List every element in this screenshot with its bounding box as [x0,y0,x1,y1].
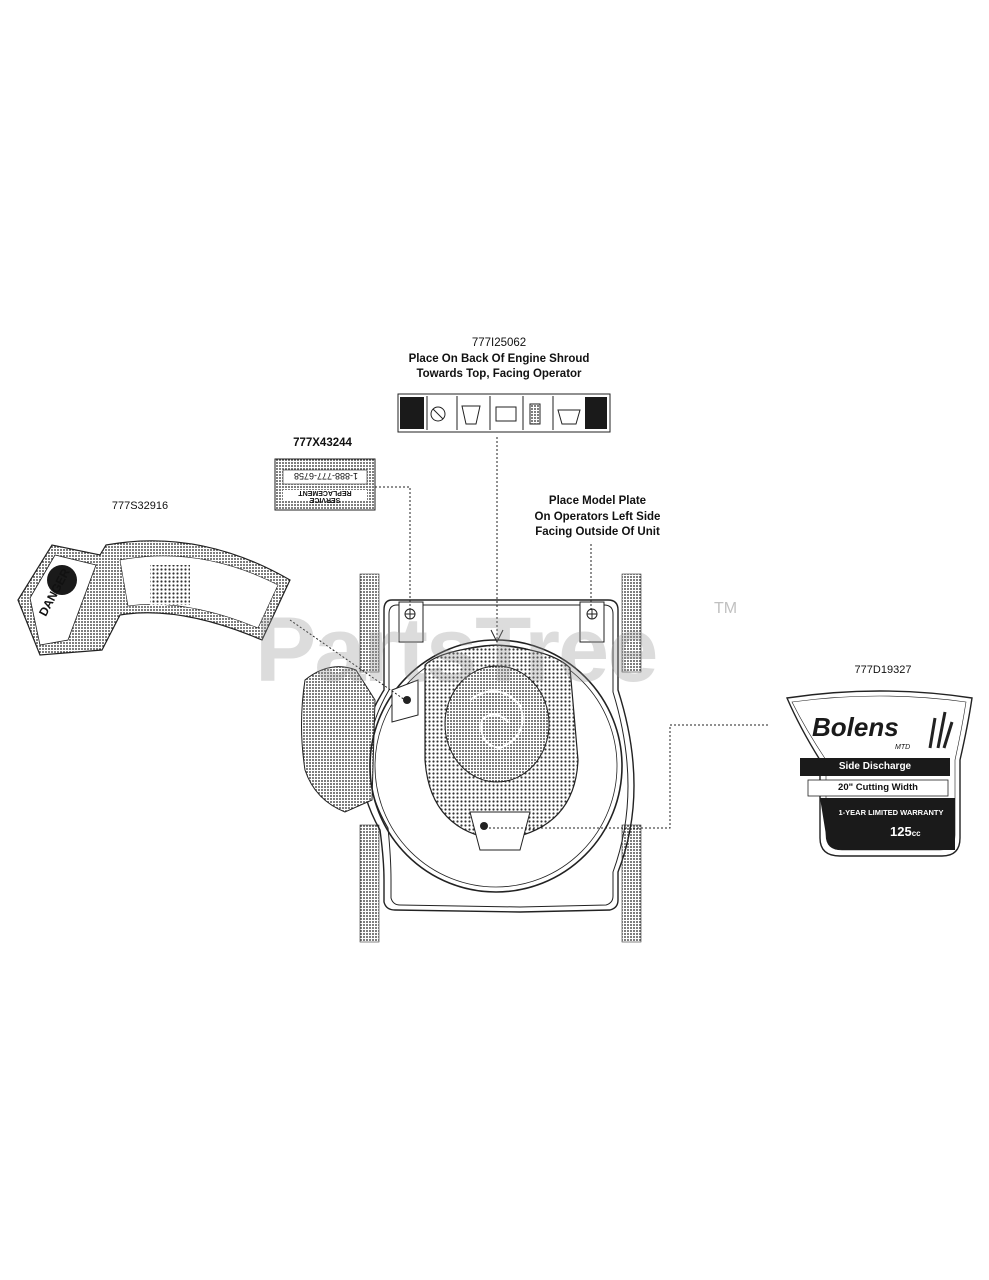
bolens-logo: Bolens [812,712,899,742]
model-plate-line1: Place Model Plate [548,495,647,507]
wheel-rear-right [621,824,642,943]
wheel-front-left [359,573,380,673]
decal-slot-left [398,601,424,643]
model-plate-note: Place Model Plate On Operators Left Side… [515,494,680,541]
warranty-text: 1-YEAR LIMITED WARRANTY [838,808,944,817]
leader-x43244 [375,486,411,610]
leader-d19327 [485,724,770,829]
title-block: 777I25062 Place On Back Of Engine Shroud… [370,336,628,383]
part-number-x43244: 777X43244 [293,437,352,449]
leader-s32916 [289,619,406,701]
decal-d19327 [785,690,973,857]
decal-s32916 [17,540,291,656]
decal-i25062 [397,393,611,433]
part-number-s32916: 777S32916 [111,500,169,512]
watermark: PartsTree [255,599,658,701]
title-line2: Towards Top, Facing Operator [416,368,582,380]
engine-cc-value: 125 [890,824,912,839]
bolens-sub: MTD [895,744,911,751]
model-plate-line2: On Operators Left Side [534,510,661,523]
engine-shroud [444,665,550,783]
cutting-width-text: 20" Cutting Width [838,782,918,793]
service-replacement: SERVICE REPLACEMENT [298,489,352,503]
title-line1: Place On Back Of Engine Shroud [408,352,590,365]
engine-plate [469,811,531,851]
engine-cc-unit: cc [911,829,921,838]
watermark-tm: TM [714,600,738,617]
part-number-d19327: 777D19327 [854,664,912,676]
model-plate-line3: Facing Outside Of Unit [535,526,660,538]
engine-cc: 125cc [890,824,921,839]
discharge-chute [301,666,376,813]
decal-x43244 [274,458,376,511]
wheel-front-right [621,573,642,673]
part-number-i25062: 777I25062 [471,337,527,349]
wheel-rear-left [359,824,380,943]
side-discharge-text: Side Discharge [838,761,912,772]
service-number: 1-888-777-6758 [293,471,359,481]
